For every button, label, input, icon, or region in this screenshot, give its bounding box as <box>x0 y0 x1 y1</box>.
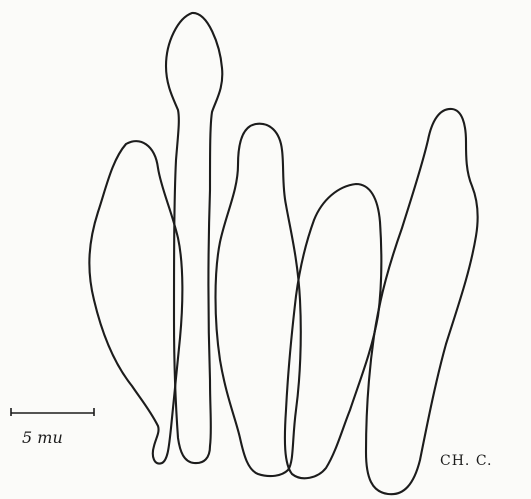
cell-outline-1 <box>89 141 182 463</box>
artist-signature: CH. C. <box>440 453 492 469</box>
scale-bar <box>11 408 94 416</box>
cell-outline-3 <box>216 124 301 476</box>
cell-outline-5 <box>366 109 478 494</box>
scale-bar-label: 5 mu <box>22 428 63 447</box>
